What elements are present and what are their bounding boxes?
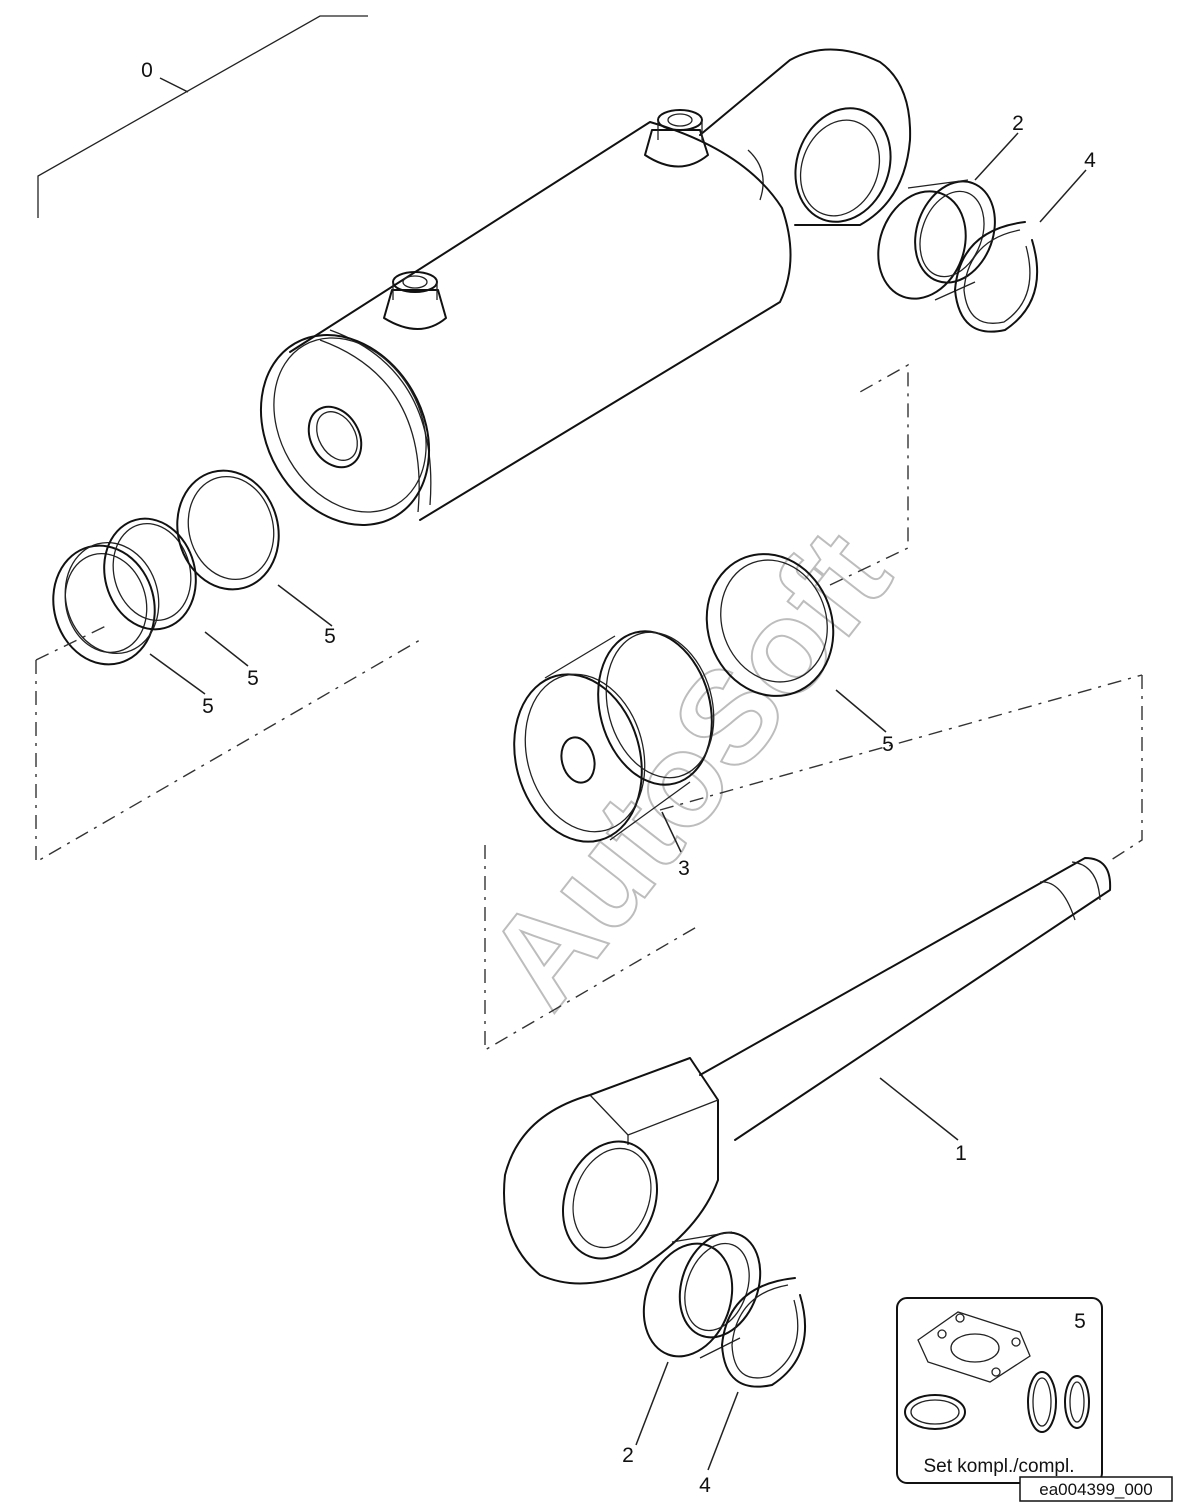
item-labels: 0 2 4 5 5 5 5 3 1 2 4: [141, 59, 1096, 1497]
label-bushing-top: 2: [1012, 112, 1024, 135]
leader-lines: [149, 77, 1087, 1471]
watermark: AutoSoft: [458, 503, 919, 1035]
bushing-top: [877, 179, 996, 301]
o-ring-small-icon: [1064, 1375, 1090, 1429]
seal-kit-inset: 5 Set kompl./compl.: [896, 1297, 1103, 1484]
label-assembly: 0: [141, 59, 153, 82]
label-seal-a: 5: [202, 695, 214, 718]
label-rod: 1: [955, 1142, 967, 1165]
piston-rod: [503, 857, 1112, 1285]
label-circlip-bottom: 4: [699, 1474, 711, 1497]
seal-ring-front-b: [103, 517, 197, 631]
seal-kit-caption: Set kompl./compl.: [924, 1456, 1075, 1477]
circlip-bottom: [721, 1277, 807, 1388]
cylinder-barrel: [259, 48, 912, 526]
reference-code-box: ea004399_000: [1019, 1476, 1173, 1502]
label-seal-c: 5: [324, 625, 336, 648]
assembly-bracket: [37, 15, 368, 218]
watermark-text: AutoSoft: [459, 504, 918, 1034]
label-seal-b: 5: [247, 667, 259, 690]
alignment-lines: [35, 363, 1143, 1052]
seal-kit-item-number: 5: [1074, 1310, 1086, 1333]
seal-kit-frame: [896, 1297, 1103, 1484]
bushing-bottom: [642, 1231, 762, 1359]
circlip-top: [954, 221, 1039, 333]
label-piston: 3: [678, 857, 690, 880]
seal-ring-front-a: [52, 541, 160, 666]
piston: [513, 630, 715, 843]
flange-gasket-icon: [917, 1311, 1031, 1383]
seal-ring-front-c: [176, 469, 280, 591]
label-circlip-top: 4: [1084, 149, 1096, 172]
o-ring-medium-icon: [1027, 1371, 1057, 1433]
label-seal-piston: 5: [882, 733, 894, 756]
seal-ring-piston: [705, 553, 835, 697]
label-bushing-bottom: 2: [622, 1444, 634, 1467]
reference-code: ea004399_000: [1039, 1480, 1152, 1499]
o-ring-large-icon: [904, 1394, 966, 1430]
